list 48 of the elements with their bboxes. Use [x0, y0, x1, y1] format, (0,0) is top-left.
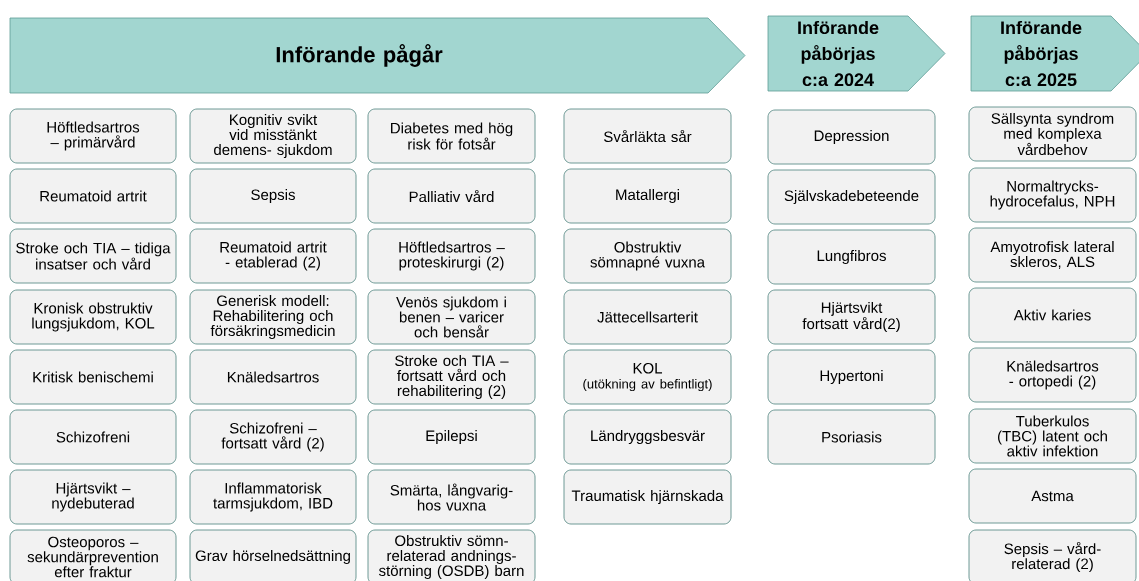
topic-box: Grav hörselnedsättning: [189, 529, 357, 581]
topic-box: Sepsis – vård- relaterad (2): [968, 529, 1137, 581]
topic-box: Tuberkulos (TBC) latent och aktiv infektion: [968, 408, 1137, 464]
topic-box: Depression: [767, 109, 936, 165]
topic-box: Jättecellsarterit: [563, 289, 732, 345]
topic-box: Hypertoni: [767, 349, 936, 405]
topic-box: Palliativ vård: [367, 168, 536, 224]
topic-box: Schizofreni: [9, 409, 177, 465]
topic-box: Astma: [968, 468, 1137, 524]
topic-box: Hjärtsvikt – nydebuterad: [9, 469, 177, 525]
topic-box: Amyotrofisk lateral skleros, ALS: [968, 227, 1137, 283]
topic-box: Traumatisk hjärnskada: [563, 469, 732, 525]
topic-box: Matallergi: [563, 168, 732, 224]
topic-box: Venös sjukdom i benen – varicer och bensår: [367, 289, 536, 345]
topic-box: Självskadebeteende: [767, 169, 936, 225]
topic-box: KOL (utökning av befintligt): [563, 349, 732, 405]
topic-box: Sepsis: [189, 168, 357, 224]
topic-box: Ländryggsbesvär: [563, 409, 732, 465]
topic-box: Generisk modell: Rehabilitering och försäkringsmedicin: [189, 289, 357, 345]
topic-box: Reumatoid artrit: [9, 168, 177, 224]
topic-box: Svårläkta sår: [563, 108, 732, 164]
topic-box: Smärta, långvarig- hos vuxna: [367, 469, 536, 525]
topic-box: Inflammatorisk tarmsjukdom, IBD: [189, 469, 357, 525]
topic-box: Höftledsartros – proteskirurgi (2): [367, 228, 536, 284]
topic-box: Knäledsartros: [189, 349, 357, 405]
topic-box: Sällsynta syndrom med komplexa vårdbehov: [968, 106, 1137, 162]
topic-box: Kronisk obstruktiv lungsjukdom, KOL: [9, 289, 177, 345]
topic-box: Knäledsartros - ortopedi (2): [968, 347, 1137, 403]
topic-box: Obstruktiv sömn- relaterad andnings- störning (OSDB) barn: [367, 529, 536, 581]
topic-box: Reumatoid artrit - etablerad (2): [189, 228, 357, 284]
topic-box: Kritisk benischemi: [9, 349, 177, 405]
topic-box: Kognitiv svikt vid misstänkt demens- sjukdom: [189, 108, 357, 164]
topic-box: Lungfibros: [767, 229, 936, 285]
topic-box: Hjärtsvikt fortsatt vård(2): [767, 289, 936, 345]
topic-box: Diabetes med hög risk för fotsår: [367, 108, 536, 164]
topic-box: Psoriasis: [767, 409, 936, 465]
chevron-header: Införande påbörjas c:a 2025: [970, 15, 1139, 92]
topic-box: Normaltrycks- hydrocefalus, NPH: [968, 167, 1137, 223]
topic-box: Aktiv karies: [968, 287, 1137, 343]
chevron-header: Införande påbörjas c:a 2024: [767, 15, 946, 92]
topic-box: Höftledsartros – primärvård: [9, 108, 177, 164]
topic-box: Schizofreni – fortsatt vård (2): [189, 409, 357, 465]
chevron-header: Införande pågår: [9, 17, 746, 94]
topic-box: Obstruktiv sömnapné vuxna: [563, 228, 732, 284]
topic-box: Stroke och TIA – tidiga insatser och vård: [9, 228, 177, 284]
topic-box: Epilepsi: [367, 409, 536, 465]
topic-box: Stroke och TIA – fortsatt vård och rehabilitering (2): [367, 349, 536, 405]
topic-box: Osteoporos – sekundärprevention efter fraktur: [9, 529, 177, 581]
